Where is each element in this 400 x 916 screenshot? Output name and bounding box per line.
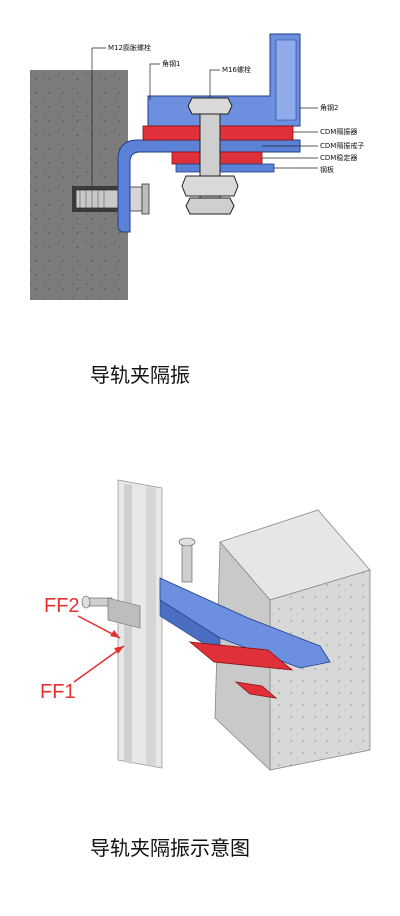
caption-figure-1: 导轨夹隔振	[90, 363, 190, 387]
label-steel-plate: 钢板	[320, 165, 334, 174]
label-ff1: FF1	[40, 681, 76, 703]
caption-figure-2: 导轨夹隔振示意图	[90, 836, 250, 860]
m12-expansion-bolt	[72, 183, 150, 215]
red-isolator-small	[234, 681, 278, 699]
label-ff2: FF2	[44, 595, 80, 617]
label-m16-bolt: M16螺栓	[222, 65, 251, 74]
label-cdm-isolator-piece: CDM隔振戒子	[320, 141, 364, 150]
label-m12-bolt: M12膨胀螺栓	[108, 43, 151, 52]
side-bolt	[81, 595, 113, 609]
label-cdm-isolator: CDM隔振器	[320, 127, 357, 136]
angle-steel-1	[117, 139, 301, 233]
red-isolator-pad	[188, 641, 294, 671]
label-cdm-stabilizer: CDM稳定器	[320, 153, 357, 162]
m16-bolt	[181, 97, 239, 215]
section-diagram: M12膨胀螺栓 角钢1 M16螺栓 角钢2 CDM隔振器 CDM隔振戒子 CDM…	[30, 33, 364, 300]
label-angle-steel-2: 角钢2	[320, 103, 338, 112]
concrete-wall	[30, 70, 128, 300]
label-angle-steel-1: 角钢1	[162, 59, 180, 68]
vertical-bolt	[178, 537, 196, 583]
clip-plate	[107, 597, 141, 629]
steel-plate	[175, 163, 275, 173]
leader-lines	[91, 47, 318, 186]
isometric-diagram: FF2 FF1	[40, 479, 371, 771]
arrow-ff1	[73, 645, 125, 683]
